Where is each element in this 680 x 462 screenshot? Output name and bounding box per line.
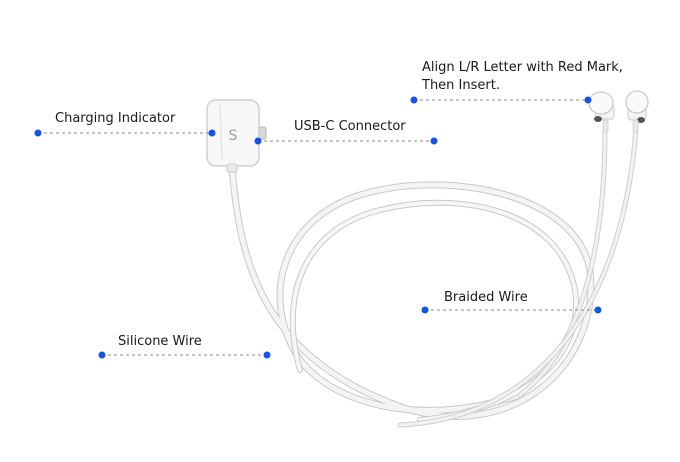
label-silicone-wire: Silicone Wire <box>118 334 202 349</box>
usb-c-charger: S <box>206 99 267 173</box>
dot-silicone-start <box>98 351 106 359</box>
label-align-line2: Then Insert. <box>422 78 500 93</box>
dot-usb-c-start <box>254 137 262 145</box>
label-align-line1: Align L/R Letter with Red Mark, <box>422 60 623 75</box>
charger-logo-icon: S <box>229 128 238 144</box>
leader-lines <box>38 99 598 356</box>
dot-silicone-end <box>263 351 271 359</box>
dot-align-start <box>410 96 418 104</box>
left-earbud <box>588 91 615 133</box>
dot-charging-indicator-start <box>34 129 42 137</box>
dot-braided-start <box>421 306 429 314</box>
dot-charging-indicator-end <box>208 129 216 137</box>
dot-usb-c-end <box>430 137 438 145</box>
right-earbud <box>625 90 649 133</box>
dot-braided-end <box>594 306 602 314</box>
cable-strain-relief <box>226 163 238 173</box>
callout-dots <box>34 96 602 359</box>
cable-loops <box>228 127 639 428</box>
label-usb-c-connector: USB-C Connector <box>294 119 406 134</box>
dot-align-end <box>584 96 592 104</box>
label-charging-indicator: Charging Indicator <box>55 111 176 126</box>
label-braided-wire: Braided Wire <box>444 290 528 305</box>
